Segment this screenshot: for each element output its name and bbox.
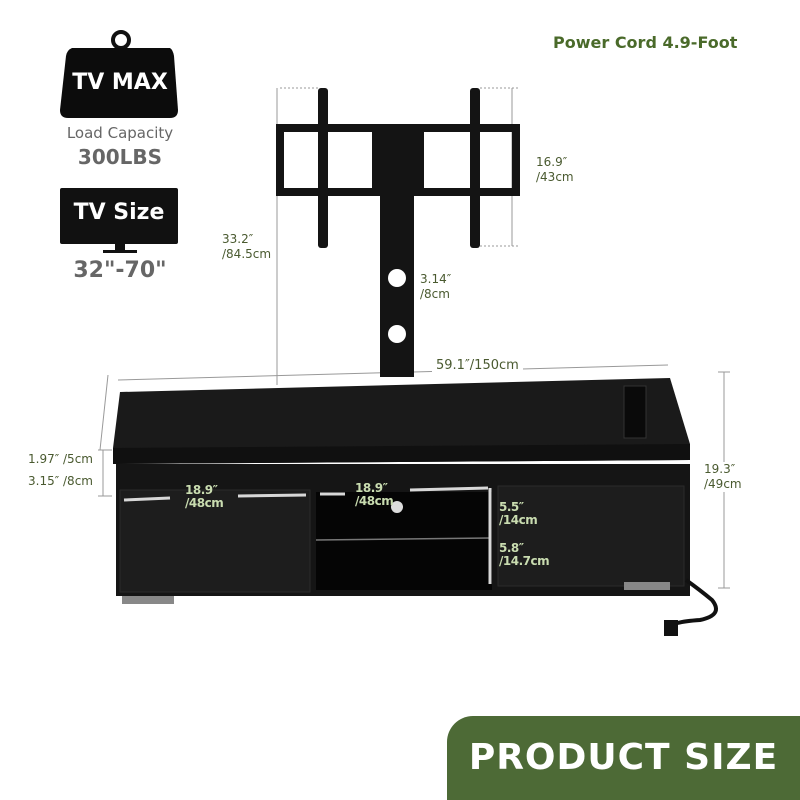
total-width-label: 59.1″/150cm	[432, 358, 523, 373]
mount-height-label: 33.2″ /84.5cm	[222, 232, 272, 261]
gap-height-label: 3.15″ /8cm	[28, 474, 93, 488]
top-thickness-label: 1.97″ /5cm	[28, 452, 93, 466]
pole-width-label: 3.14″ /8cm	[420, 272, 452, 301]
weight-icon	[60, 30, 178, 118]
load-badge-title: TV MAX	[72, 70, 168, 95]
upper-shelf-height-label: 5.5″ /14cm	[499, 500, 538, 527]
lower-shelf-height-label: 5.8″ /14.7cm	[499, 541, 550, 568]
tv-mount-bracket	[276, 88, 520, 377]
center-cabinet-width-label: 18.9″ /48cm	[355, 481, 394, 508]
bracket-height-label: 16.9″ /43cm	[536, 155, 574, 184]
tv-stand-top	[113, 378, 690, 464]
tv-size-title: TV Size	[73, 200, 165, 225]
load-capacity-label: Load Capacity	[66, 124, 174, 142]
power-outlet-icon	[623, 385, 647, 439]
load-capacity-value: 300LBS	[77, 145, 163, 169]
left-cabinet-width-label: 18.9″ /48cm	[185, 483, 224, 510]
banner-label: PRODUCT SIZE	[468, 737, 779, 778]
power-cord-label: Power Cord 4.9-Foot	[553, 33, 738, 52]
total-height-label: 19.3″ /49cm	[704, 462, 742, 492]
product-size-banner: PRODUCT SIZE	[447, 716, 800, 800]
tv-size-value: 32"-70"	[73, 258, 167, 283]
tv-icon	[60, 188, 178, 253]
